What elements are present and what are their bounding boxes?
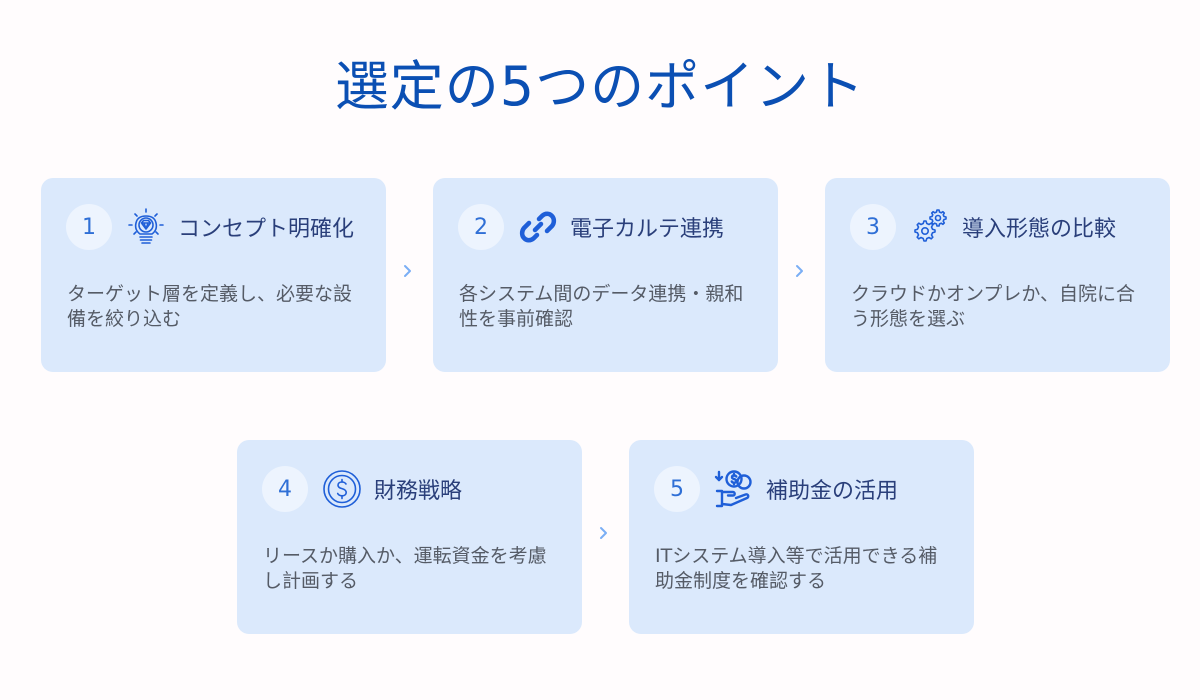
point-card-2: 2 電子カルテ連携 各システム間のデータ連携・親和性を事前確認: [433, 178, 778, 372]
point-card-5: 5 補助金の活用 ITシステム導入等で活用できる補助金制度を確認する: [629, 440, 974, 634]
card-header: 2 電子カルテ連携: [458, 204, 724, 250]
card-description: リースか購入か、運転資金を考慮し計画する: [263, 545, 547, 592]
card-description: クラウドかオンプレか、自院に合う形態を選ぶ: [851, 283, 1136, 330]
card-title: コンセプト明確化: [178, 217, 355, 242]
card-title: 導入形態の比較: [962, 217, 1117, 242]
card-header: 4 財務戦略: [262, 466, 462, 512]
card-description: ITシステム導入等で活用できる補助金制度を確認する: [655, 545, 938, 592]
step-number: 5: [654, 466, 700, 512]
card-title: 補助金の活用: [766, 479, 899, 504]
card-title: 電子カルテ連携: [570, 217, 725, 242]
point-card-4: 4 財務戦略 リースか購入か、運転資金を考慮し計画する: [237, 440, 582, 634]
page-title: 選定の5つのポイント: [334, 55, 866, 118]
chevron-right-icon: [793, 263, 807, 277]
hand-coins-icon: [712, 467, 756, 511]
card-description: 各システム間のデータ連携・親和性を事前確認: [459, 283, 744, 330]
chevron-right-icon: [597, 525, 611, 539]
card-header: 5 補助金の活用: [654, 466, 898, 512]
step-number: 2: [458, 204, 504, 250]
card-header: 3 導入形態の比較: [850, 204, 1116, 250]
card-description: ターゲット層を定義し、必要な設備を絞り込む: [67, 283, 353, 330]
step-number: 3: [850, 204, 896, 250]
chevron-right-icon: [401, 263, 415, 277]
dollar-coin-icon: [320, 467, 364, 511]
card-header: 1 コンセプト明確化: [66, 204, 354, 250]
card-title: 財務戦略: [374, 479, 463, 504]
gears-icon: [908, 205, 952, 249]
link-icon: [516, 205, 560, 249]
point-card-3: 3 導入形態の比較 クラウドかオンプレか、自院に合う形態を選ぶ: [825, 178, 1170, 372]
step-number: 1: [66, 204, 112, 250]
point-card-1: 1 コンセプト明確化: [41, 178, 386, 372]
step-number: 4: [262, 466, 308, 512]
lightbulb-diamond-icon: [124, 205, 168, 249]
